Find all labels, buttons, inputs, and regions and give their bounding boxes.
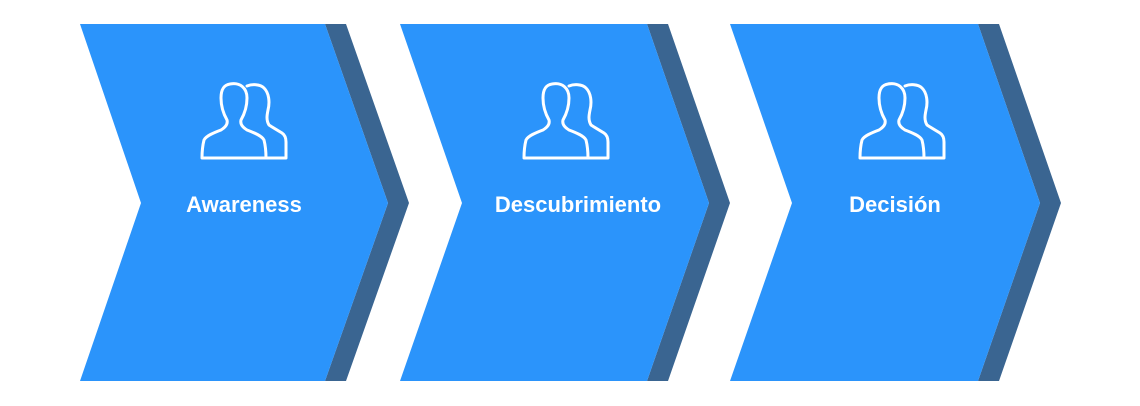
chevron-body (400, 24, 709, 381)
users-icon (858, 82, 946, 160)
chevron-shadow (325, 24, 409, 381)
step-label-awareness: Awareness (186, 192, 302, 217)
chevron-step-decision (730, 24, 1061, 381)
chevron-body (80, 24, 388, 381)
step-label-decision: Decisión (849, 192, 941, 217)
chevron-shadow (978, 24, 1061, 381)
chevron-step-descubrimiento (400, 24, 730, 381)
chevron-shadow (647, 24, 730, 381)
users-icon (200, 82, 288, 160)
step-label-descubrimiento: Descubrimiento (494, 192, 662, 217)
chevron-step-awareness (80, 24, 409, 381)
users-icon (522, 82, 610, 160)
chevron-body (730, 24, 1040, 381)
